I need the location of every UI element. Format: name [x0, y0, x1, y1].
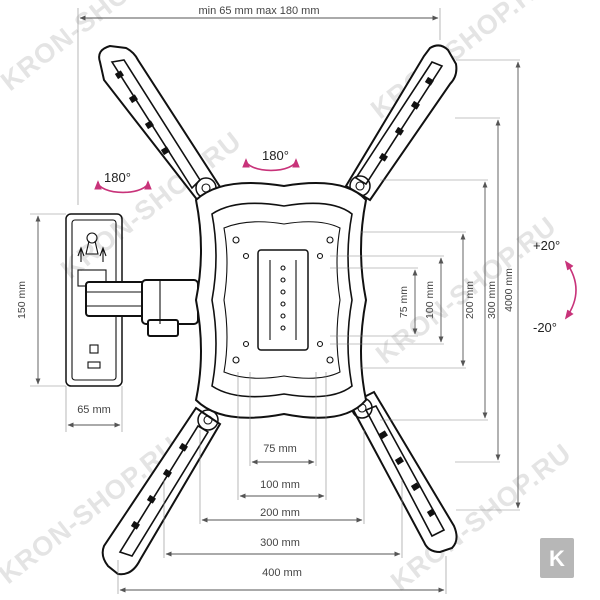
dimension-wall-width-label: 65 mm: [77, 404, 111, 416]
arm-upper-right: [344, 44, 458, 202]
swivel-rotation-indicator: 180°: [94, 170, 152, 194]
dimension-h200-label: 200 mm: [260, 507, 300, 519]
dimension-top-label: min 65 mm max 180 mm: [198, 5, 319, 17]
screen-rotation-label: 180°: [262, 148, 289, 163]
tilt-indicator: +20° -20°: [533, 238, 577, 335]
dimension-v300-label: 300 mm: [486, 281, 498, 319]
swivel-rotation-label: 180°: [104, 170, 131, 185]
vertical-dimensions: 75 mm 100 mm 200 mm 300 mm 4000 mm: [330, 59, 521, 511]
swivel-arm: [85, 279, 199, 337]
keyhole-icon: [85, 232, 99, 255]
tilt-hole-column: [280, 265, 286, 331]
brand-logo: K: [540, 538, 574, 578]
arrow-up-icon: [77, 246, 107, 262]
central-plate: [194, 182, 368, 419]
dimension-h75-label: 75 mm: [263, 443, 297, 455]
dimension-wall-height-label: 150 mm: [16, 281, 28, 319]
horizontal-dimensions: 75 mm 100 mm 200 mm 300 mm 400 mm: [117, 372, 447, 594]
tilt-up-label: +20°: [533, 238, 560, 253]
dimension-h400-label: 400 mm: [262, 567, 302, 579]
arm-lower-right: [348, 390, 458, 554]
dimension-v100-label: 100 mm: [424, 281, 436, 319]
watermark-text: KRON-SHOP.RU: [0, 0, 187, 97]
dimension-h100-label: 100 mm: [260, 479, 300, 491]
dimension-top-range: min 65 mm max 180 mm: [77, 5, 441, 205]
dimension-v75-label: 75 mm: [398, 286, 410, 318]
brand-logo-letter: K: [549, 546, 565, 571]
dimension-v400-label: 4000 mm: [503, 268, 515, 312]
dimension-v200-label: 200 mm: [464, 281, 476, 319]
dimension-h300-label: 300 mm: [260, 537, 300, 549]
screen-rotation-indicator: 180°: [242, 148, 300, 172]
tilt-down-label: -20°: [533, 320, 557, 335]
